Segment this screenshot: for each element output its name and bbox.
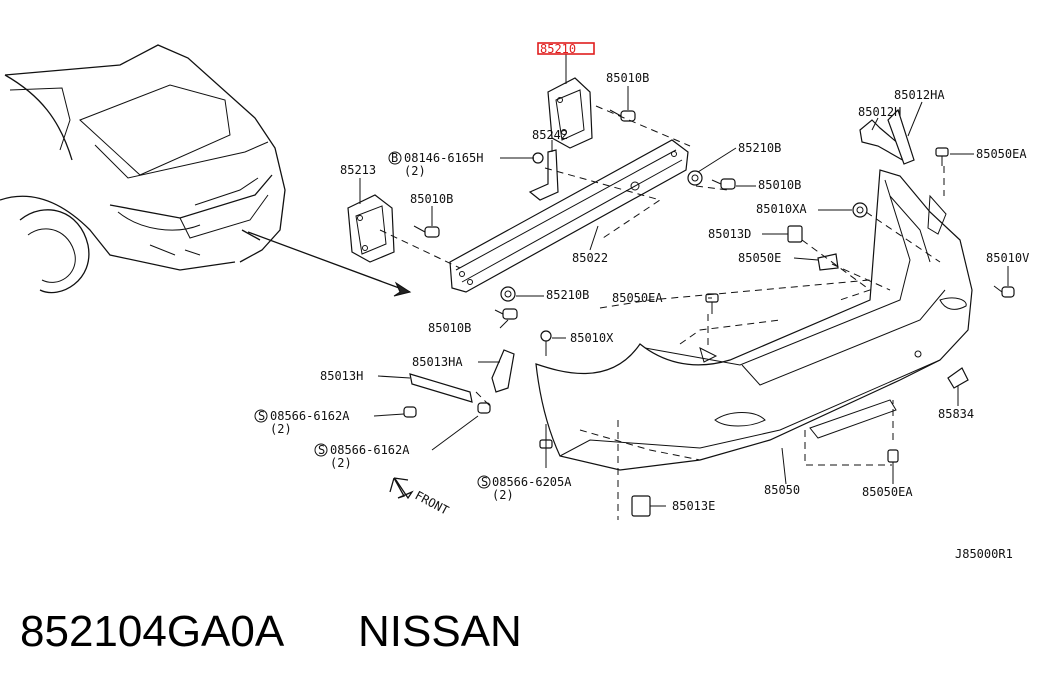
label-prefix-s-3: S [481,475,488,489]
bumper-stay-85213 [347,194,395,263]
label-08566-6205a: 08566-6205A [492,475,572,489]
label-front: FRONT [413,488,451,517]
bracket-85242 [528,149,559,201]
label-85012h: 85012H [858,105,901,119]
label-85010b-bottom: 85010B [428,321,471,335]
label-08566-6162a-2-qty: (2) [330,456,352,470]
label-85050e: 85050E [738,251,781,265]
label-85010xa: 85010XA [756,202,807,216]
label-85834: 85834 [938,407,974,421]
label-prefix-b: B [391,151,398,165]
label-85013d: 85013D [708,227,751,241]
label-08566-6162a-1: 08566-6162A [270,409,350,423]
label-85010x: 85010X [570,331,614,345]
label-08146-6165h: 08146-6165H [404,151,483,165]
dashed-leaders [379,105,945,520]
label-prefix-s-1: S [258,409,265,423]
label-85050: 85050 [764,483,800,497]
part-number: 852104GA0A [20,607,285,656]
label-85210: 85210 [540,42,576,56]
label-85013ha: 85013HA [412,355,463,369]
label-85050ea-mid: 85050EA [612,291,663,305]
label-08566-6205a-qty: (2) [492,488,514,502]
bumper-fascia-85050 [535,169,973,471]
car-outline [0,44,412,297]
label-85050ea-top: 85050EA [976,147,1027,161]
label-85013e: 85013E [672,499,715,513]
label-85022: 85022 [572,251,608,265]
label-85012ha: 85012HA [894,88,945,102]
label-85010b-top: 85010B [606,71,649,85]
label-85210b-lower: 85210B [546,288,589,302]
label-08566-6162a-2: 08566-6162A [330,443,410,457]
prefix-markers [254,151,491,489]
bumper-stay-85210 [547,77,593,149]
label-08566-6162a-1-qty: (2) [270,422,292,436]
front-arrow [389,477,414,500]
label-85213: 85213 [340,163,376,177]
label-85010b-right: 85010B [758,178,801,192]
label-85013h: 85013H [320,369,363,383]
highlight-box-85210 [537,42,595,55]
label-85010b-left: 85010B [410,192,453,206]
label-85010v: 85010V [986,251,1029,265]
diagram-code: J85000R1 [955,547,1013,561]
label-85210b-upper: 85210B [738,141,781,155]
label-08146-qty: (2) [404,164,426,178]
label-85050ea-bottom: 85050EA [862,485,913,499]
label-prefix-s-2: S [318,443,325,457]
part-labels: 85210 85010B 85242 B 08146-6165H (2) 852… [258,42,1029,561]
label-85242: 85242 [532,128,568,142]
callout-lines [359,54,1009,507]
small-parts [409,108,969,517]
brand-name: NISSAN [358,607,522,656]
bumper-reinforcement-85022 [449,139,689,293]
